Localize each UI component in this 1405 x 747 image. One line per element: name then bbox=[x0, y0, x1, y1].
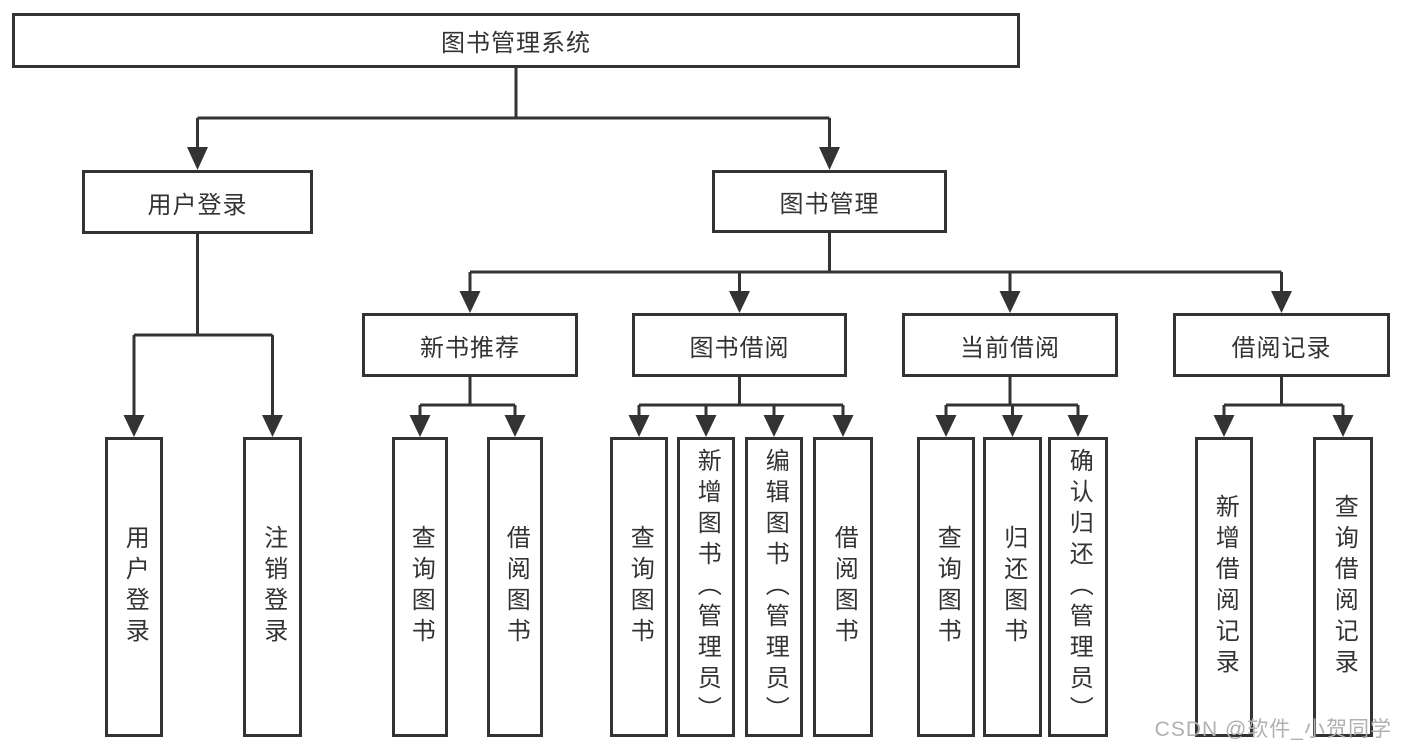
leaf-add-borrow-record-label: 新增借阅记录 bbox=[1211, 494, 1239, 680]
leaf-borrow-books-borrow: 借阅图书 bbox=[813, 437, 873, 737]
leaf-logout-login: 注销登录 bbox=[243, 437, 302, 737]
tree-connectors bbox=[132, 68, 1345, 417]
arrowhead-icon bbox=[187, 147, 208, 170]
leaf-query-books-recommend-label: 查询图书 bbox=[407, 525, 435, 649]
leaf-add-borrow-record: 新增借阅记录 bbox=[1195, 437, 1253, 737]
node-library-system: 图书管理系统 bbox=[12, 13, 1020, 68]
arrowhead-icon bbox=[763, 415, 785, 437]
arrowhead-icon bbox=[695, 415, 717, 437]
arrowhead-icon bbox=[409, 415, 431, 437]
leaf-confirm-return-admin-label: 确认归还（管理员） bbox=[1065, 447, 1093, 727]
node-current-borrow: 当前借阅 bbox=[902, 313, 1118, 377]
leaf-user-login-label: 用户登录 bbox=[121, 525, 149, 649]
leaf-borrow-books-recommend-label: 借阅图书 bbox=[502, 525, 530, 649]
arrowhead-icon bbox=[262, 415, 283, 437]
arrowhead-icon bbox=[999, 291, 1021, 313]
node-user-login: 用户登录 bbox=[82, 170, 313, 234]
arrowhead-icon bbox=[935, 415, 957, 437]
arrowhead-icon bbox=[1002, 415, 1023, 437]
leaf-borrow-books-borrow-label: 借阅图书 bbox=[830, 525, 858, 649]
arrowhead-icon bbox=[1067, 415, 1089, 437]
arrowhead-icon bbox=[504, 415, 526, 437]
leaf-add-books-admin: 新增图书（管理员） bbox=[677, 437, 735, 737]
leaf-user-login: 用户登录 bbox=[105, 437, 163, 737]
leaf-logout-login-label: 注销登录 bbox=[259, 525, 287, 649]
arrowhead-icon bbox=[819, 147, 840, 170]
leaf-query-books-borrow: 查询图书 bbox=[610, 437, 668, 737]
leaf-query-books-current-label: 查询图书 bbox=[933, 525, 961, 649]
leaf-query-borrow-record: 查询借阅记录 bbox=[1313, 437, 1373, 737]
leaf-confirm-return-admin: 确认归还（管理员） bbox=[1048, 437, 1108, 737]
leaf-borrow-books-recommend: 借阅图书 bbox=[487, 437, 543, 737]
arrowhead-icons bbox=[123, 147, 1354, 437]
arrowhead-icon bbox=[459, 291, 481, 313]
node-book-management: 图书管理 bbox=[712, 170, 947, 233]
leaf-query-books-current: 查询图书 bbox=[917, 437, 975, 737]
leaf-edit-books-admin: 编辑图书（管理员） bbox=[745, 437, 803, 737]
arrowhead-icon bbox=[628, 415, 650, 437]
arrowhead-icon bbox=[729, 291, 750, 313]
watermark: CSDN @软件_小贺同学 bbox=[1154, 718, 1392, 741]
leaf-return-books: 归还图书 bbox=[983, 437, 1042, 737]
arrowhead-icon bbox=[1332, 415, 1354, 437]
node-borrow-records: 借阅记录 bbox=[1173, 313, 1390, 377]
arrowhead-icon bbox=[1271, 291, 1292, 313]
node-book-borrow: 图书借阅 bbox=[632, 313, 847, 377]
arrowhead-icon bbox=[123, 415, 145, 437]
leaf-add-books-admin-label: 新增图书（管理员） bbox=[693, 447, 721, 727]
leaf-query-borrow-record-label: 查询借阅记录 bbox=[1330, 494, 1358, 680]
arrowhead-icon bbox=[1213, 415, 1235, 437]
arrowhead-icon bbox=[832, 415, 854, 437]
node-new-book-recommend: 新书推荐 bbox=[362, 313, 578, 377]
leaf-edit-books-admin-label: 编辑图书（管理员） bbox=[761, 447, 789, 727]
leaf-return-books-label: 归还图书 bbox=[999, 525, 1027, 649]
leaf-query-books-recommend: 查询图书 bbox=[392, 437, 448, 737]
leaf-query-books-borrow-label: 查询图书 bbox=[626, 525, 654, 649]
